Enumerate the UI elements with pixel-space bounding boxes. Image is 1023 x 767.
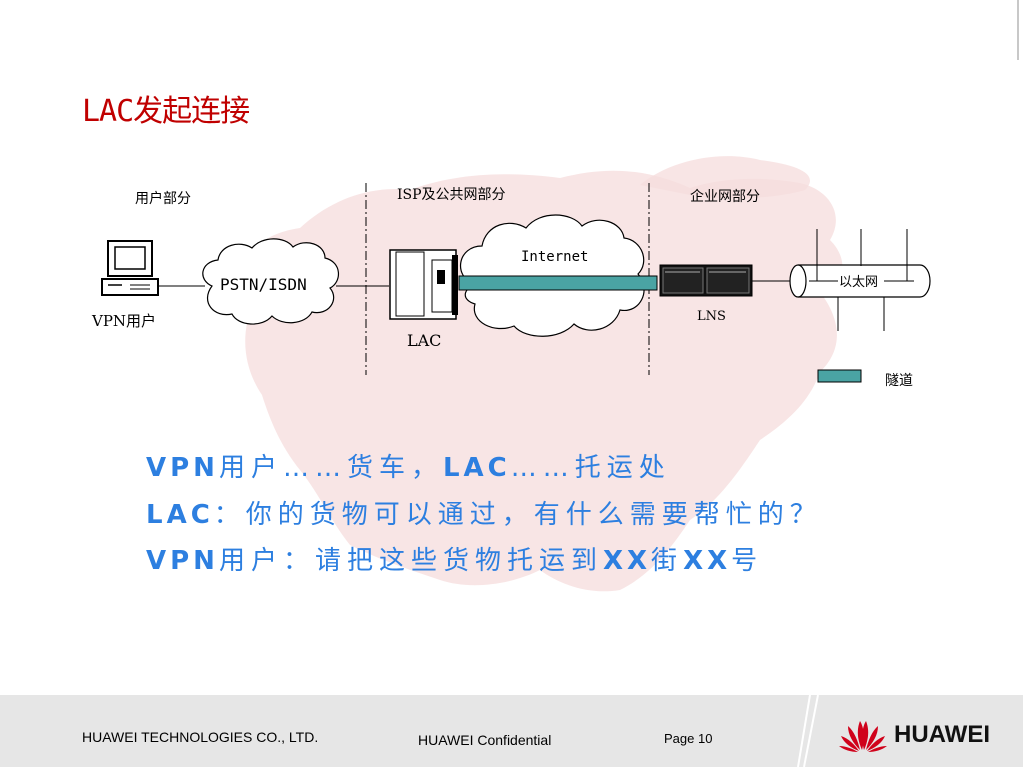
caption-text-2: ：你的货物可以通过，有什么需要帮忙的？	[213, 500, 822, 530]
internet-label: Internet	[521, 249, 588, 265]
footer-company: HUAWEI TECHNOLOGIES CO., LTD.	[82, 729, 319, 745]
caption-text-3c: 号	[731, 546, 764, 576]
caption-line-2: LAC：你的货物可以通过，有什么需要帮忙的？	[146, 494, 822, 531]
footer-slash-decoration	[797, 695, 819, 767]
lns-label: LNS	[697, 309, 726, 324]
section-enterprise-label: 企业网部分	[690, 188, 760, 205]
caption-xx-3b: XX	[683, 546, 732, 576]
caption-lac-2: LAC	[146, 500, 214, 530]
lac-label: LAC	[407, 331, 441, 350]
huawei-logo: HUAWEI	[838, 717, 998, 753]
caption-vpn-1: VPN	[146, 453, 219, 483]
caption-lac-1: LAC	[442, 453, 511, 483]
pstn-label: PSTN/ISDN	[220, 275, 307, 294]
page-title: LAC发起连接	[82, 94, 250, 129]
lns-device-icon	[659, 264, 753, 297]
footer-confidential: HUAWEI Confidential	[418, 732, 552, 748]
computer-icon	[101, 240, 159, 296]
caption-text-3a: 用户：请把这些货物托运到	[218, 546, 603, 576]
caption-line-1: VPN用户……货车，LAC……托运处	[146, 447, 671, 484]
top-right-divider	[1017, 0, 1019, 60]
caption-text-1b: ……托运处	[510, 453, 671, 483]
huawei-petal-icon	[839, 721, 887, 752]
footer-bar: HUAWEI TECHNOLOGIES CO., LTD. HUAWEI Con…	[0, 695, 1023, 767]
caption-vpn-3: VPN	[146, 546, 219, 576]
pstn-cloud	[202, 238, 339, 325]
caption-line-3: VPN用户：请把这些货物托运到XX街XX号	[146, 540, 763, 577]
footer-page-number: Page 10	[664, 731, 713, 746]
huawei-wordmark: HUAWEI	[894, 721, 990, 748]
caption-text-3b: 街	[651, 546, 684, 576]
caption-text-1a: 用户……货车，	[218, 453, 443, 483]
section-isp-label: ISP及公共网部分	[397, 187, 506, 203]
tunnel-bar	[458, 275, 658, 291]
caption-xx-3a: XX	[602, 546, 652, 576]
section-user-label: 用户部分	[135, 190, 191, 207]
legend-tunnel-label: 隧道	[885, 373, 913, 389]
vpn-user-label: VPN用户	[91, 312, 156, 330]
legend-tunnel-swatch	[817, 369, 862, 383]
map-shape-north	[640, 156, 810, 199]
ethernet-pipe	[789, 229, 931, 331]
lac-device-icon	[389, 249, 458, 320]
ethernet-label: 以太网	[839, 275, 878, 290]
